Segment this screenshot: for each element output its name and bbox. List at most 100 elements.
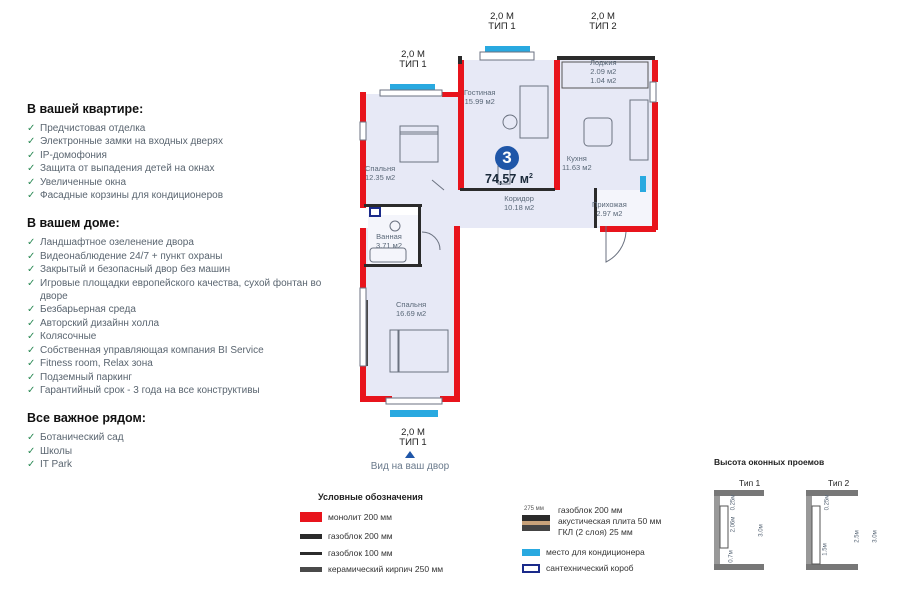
- check-icon: ✓: [27, 371, 36, 383]
- check-icon: ✓: [27, 250, 36, 262]
- room-label-hall: Прихожая 2.97 м2: [592, 200, 627, 218]
- feature-item: ✓ Предчистовая отделка: [27, 122, 327, 135]
- legend-swatch: [522, 563, 540, 573]
- feature-text: Видеонаблюдение 24/7 + пункт охраны: [40, 250, 223, 262]
- furniture: [369, 85, 649, 373]
- sink: [389, 220, 401, 232]
- legend-composite-swatch: [522, 515, 550, 531]
- feature-item: ✓IT Park: [27, 458, 327, 471]
- feature-item: ✓ Fitness room, Relax зона: [27, 357, 327, 370]
- living-room-fill: [460, 60, 557, 190]
- feature-text: Fitness room, Relax зона: [40, 358, 153, 370]
- room-label-loggia: Лоджия 2.09 м2 1.04 м2: [590, 58, 617, 85]
- feature-item: ✓ Электронные замки на входных дверях: [27, 135, 327, 148]
- legend-swatch: [300, 533, 322, 539]
- bed-2-headboard: [389, 329, 400, 373]
- wall-partition: [418, 204, 421, 264]
- wall-monolith: [458, 60, 464, 190]
- check-icon: ✓: [27, 277, 36, 289]
- wall-monolith: [440, 396, 460, 402]
- legend-item-ac: место для кондиционера: [522, 547, 645, 557]
- window-frame: [479, 51, 535, 61]
- slab-top: [714, 490, 764, 496]
- feature-item: ✓ Колясочные: [27, 330, 327, 343]
- window-type-1-label: Тип 1: [739, 478, 761, 488]
- wh-total: 3.0м: [872, 530, 879, 543]
- wall: [714, 496, 720, 564]
- loggia: [561, 61, 649, 89]
- feature-item: ✓ Ландшафтное озеленение двора: [27, 236, 327, 249]
- loggia-outline: [561, 61, 649, 89]
- feature-text: Колясочные: [40, 331, 97, 343]
- wh-dim: 1.5м: [822, 543, 829, 556]
- check-icon: ✓: [27, 331, 36, 343]
- door-swing: [421, 231, 441, 251]
- feature-item: ✓Увеличенные окна: [27, 176, 327, 189]
- feature-text: Ботанический сад: [40, 432, 124, 444]
- rooms-count-badge: 3: [495, 146, 519, 170]
- feature-item: ✓ Гарантийный срок - 3 года на все констр…: [27, 384, 327, 397]
- legend-item-monolith: монолит 200 мм: [300, 512, 392, 522]
- kitchen-fill: [557, 60, 655, 190]
- window-frames: [359, 51, 657, 405]
- feature-text: Подземный паркинг: [40, 371, 133, 383]
- check-icon: ✓: [27, 136, 36, 148]
- window-opening: [719, 505, 729, 549]
- feature-text: Закрытый и безопасный двор без машин: [40, 264, 231, 276]
- feature-text: Собственная управляющая компания BI Serv…: [40, 344, 264, 356]
- wet-room-fills: [368, 190, 653, 267]
- wall-partition: [557, 56, 655, 60]
- yard-arrow-icon: [405, 451, 415, 458]
- check-icon: ✓: [27, 237, 36, 249]
- feature-item: ✓Безбарьерная среда: [27, 303, 327, 316]
- features-panel: В вашей квартире:✓Предчистовая отделка✓Э…: [27, 102, 327, 486]
- feature-section: В вашем доме:✓Ландшафтное озеленение дво…: [27, 216, 327, 397]
- bathtub: [369, 247, 407, 263]
- feature-text: Гарантийный срок - 3 года на все констру…: [40, 384, 260, 396]
- feature-item: ✓Закрытый и безопасный двор без машин: [27, 263, 327, 276]
- window-type-1-section: [714, 490, 764, 570]
- window-type: ТИП 1: [488, 21, 516, 32]
- feature-text: IT Park: [40, 459, 73, 471]
- feature-item: ✓Игровые площадки европейского качества,…: [27, 277, 327, 304]
- check-icon: ✓: [27, 317, 36, 329]
- check-icon: ✓: [27, 384, 36, 396]
- check-icon: ✓: [27, 123, 36, 134]
- ac-places: [390, 46, 646, 417]
- wall-partition: [594, 188, 597, 228]
- bed-2: [397, 329, 449, 373]
- room-label-bedroom-1: Спальня 12.35 м2: [365, 164, 396, 182]
- check-icon: ✓: [27, 149, 36, 161]
- ac-place: [390, 84, 435, 91]
- feature-text: Защита от выпадения детей на окнах: [40, 163, 215, 175]
- wall-monolith: [652, 102, 658, 230]
- window-type: ТИП 1: [399, 59, 427, 70]
- feature-item: ✓Фасадные корзины для кондиционеров: [27, 189, 327, 202]
- feature-text: Предчистовая отделка: [40, 123, 146, 134]
- feature-text: Ландшафтное озеленение двора: [40, 237, 194, 249]
- wall-monolith: [360, 396, 392, 402]
- check-icon: ✓: [27, 304, 36, 316]
- feature-section: В вашей квартире:✓Предчистовая отделка✓Э…: [27, 102, 327, 202]
- wall-partition: [364, 264, 422, 267]
- wh-dim: 2.5м: [854, 530, 861, 543]
- window-heights-drawing: [714, 490, 858, 570]
- ac-place: [485, 46, 530, 53]
- slab-bottom: [714, 564, 764, 570]
- legend-title: Условные обозначения: [318, 492, 423, 502]
- feature-text: Электронные замки на входных дверях: [40, 136, 223, 148]
- room-label-bedroom-2: Спальня 16.69 м2: [396, 300, 427, 318]
- check-icon: ✓: [27, 163, 36, 175]
- sofa: [519, 85, 549, 139]
- check-icon: ✓: [27, 358, 36, 370]
- window-frame: [379, 89, 443, 97]
- feature-item: ✓ Видеонаблюдение 24/7 + пункт охраны: [27, 250, 327, 263]
- bathroom-fill: [368, 215, 420, 267]
- feature-item: ✓Школы: [27, 445, 327, 458]
- door-swing: [431, 179, 445, 191]
- feature-section: Все важное рядом:✓Ботанический сад✓Школы…: [27, 411, 327, 471]
- feature-text: Авторский дизайнн холла: [40, 317, 160, 329]
- window-width: 2,0 М: [401, 427, 425, 438]
- wall-monolith: [554, 60, 560, 190]
- hall-fill: [595, 190, 653, 226]
